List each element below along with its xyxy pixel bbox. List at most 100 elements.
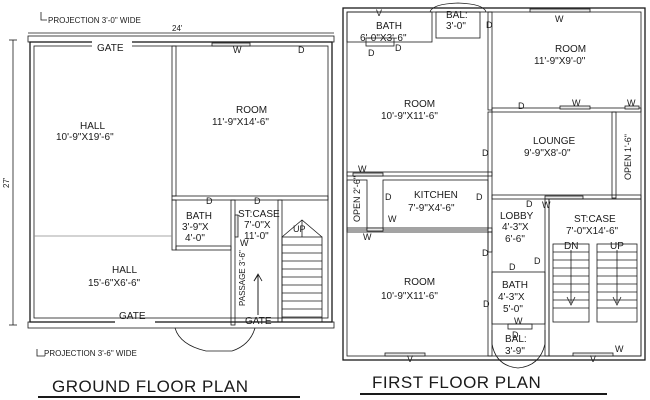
open-left-label: OPEN 2'-6" <box>352 176 362 222</box>
bath-bottom-name: BATH <box>502 280 528 291</box>
up-ff-label: UP <box>610 241 624 252</box>
door-mark: D <box>254 196 261 206</box>
window-mark: W <box>555 14 564 24</box>
kitchen-name: KITCHEN <box>414 190 458 201</box>
ground-floor-title: GROUND FLOOR PLAN <box>52 377 248 396</box>
bath-size-2: 4'-0" <box>185 233 205 244</box>
lobby-name: LOBBY <box>500 211 534 222</box>
window-mark: W <box>572 98 581 108</box>
bath-bottom-size-2: 5'-0" <box>503 304 523 315</box>
staircase-size-1: 7'-0"X <box>244 220 271 231</box>
room-size: 11'-9"X14'-6" <box>212 117 269 128</box>
room-sw-name: ROOM <box>404 277 435 288</box>
width-dimension: 24' <box>28 24 334 34</box>
projection-bottom-text: PROJECTION 3'-6" WIDE <box>44 349 137 358</box>
width-dimension-text: 24' <box>172 24 183 33</box>
window-mark: W <box>233 45 242 55</box>
window-mark: W <box>615 344 624 354</box>
door-mark: D <box>526 199 533 209</box>
bath-top-size: 6'-0"X3'-6" <box>360 33 407 44</box>
window-mark: W <box>240 238 249 248</box>
top-projection-band <box>27 35 335 43</box>
door-mark: D <box>206 196 213 206</box>
window-mark: W <box>514 316 523 326</box>
door-mark: D <box>482 248 489 258</box>
window-mark: W <box>542 200 551 210</box>
balcony-bottom-size: 3'-9" <box>505 346 525 357</box>
gate-bottom-label: GATE <box>119 311 146 322</box>
bath-top-name: BATH <box>376 21 402 32</box>
depth-dimension-text: 27' <box>2 177 11 188</box>
staircase-name: ST:CASE <box>238 209 280 220</box>
door-mark: D <box>483 299 490 309</box>
door-mark: D <box>482 148 489 158</box>
window-mark: W <box>388 214 397 224</box>
room-nw-name: ROOM <box>404 99 435 110</box>
lobby-size-2: 6'-6" <box>505 234 525 245</box>
first-staircase-steps <box>553 250 637 309</box>
top-projection-label: PROJECTION 3'-0" WIDE <box>40 12 141 25</box>
open-right-label: OPEN 1'-6" <box>623 134 633 180</box>
first-floor-plan: BAL: 3'-0" V BATH 6'-0"X3'-6" D D D W RO… <box>342 2 646 395</box>
up-label: UP <box>293 224 306 234</box>
vent-mark: V <box>407 354 413 364</box>
bath-window <box>234 214 239 238</box>
window-mark: W <box>358 164 367 174</box>
first-floor-title: FIRST FLOOR PLAN <box>372 373 541 392</box>
staircase-size-2: 11'-0" <box>244 231 269 242</box>
hall-bottom-size: 15'-6"X6'-6" <box>88 278 141 289</box>
balcony-bottom-name: BAL: <box>505 334 527 345</box>
hall-bottom-name: HALL <box>112 265 137 276</box>
vent-mark: V <box>590 354 596 364</box>
top-balcony-arc <box>429 2 487 13</box>
room-sw-size: 10'-9"X11'-6" <box>381 291 438 302</box>
kitchen-size: 7'-9"X4'-6" <box>408 203 455 214</box>
window-mark: W <box>627 98 636 108</box>
bottom-projection-arc <box>174 327 256 352</box>
bath-size-1: 3'-9"X <box>182 222 209 233</box>
door-mark: D <box>298 45 305 55</box>
room-window <box>211 42 251 47</box>
staircase-ff-name: ST:CASE <box>574 214 616 225</box>
bath-name: BATH <box>186 211 212 222</box>
ground-staircase-steps <box>253 219 323 323</box>
door-mark: D <box>509 262 516 272</box>
door-mark: D <box>518 101 525 111</box>
window-mark: W <box>363 232 372 242</box>
gate-top-opening <box>92 40 132 47</box>
passage-label: PASSAGE 3'-6" <box>238 250 247 306</box>
room-ne-name: ROOM <box>555 44 586 55</box>
vent-mark: V <box>376 8 382 18</box>
hall-top-size: 10'-9"X19'-6" <box>56 132 114 143</box>
bottom-projection-band <box>27 321 335 329</box>
bottom-balcony-arc <box>491 330 546 369</box>
hall-top-name: HALL <box>80 121 105 132</box>
door-mark: D <box>476 192 483 202</box>
lounge-name: LOUNGE <box>533 136 576 147</box>
staircase-ff-size: 7'-0"X14'-6" <box>566 226 619 237</box>
lobby-size-1: 4'-3"X <box>502 222 529 233</box>
gate-bottom-opening <box>115 319 155 326</box>
balcony-top-size: 3'-0" <box>446 21 466 32</box>
projection-top-text: PROJECTION 3'-0" WIDE <box>48 16 141 25</box>
balcony-top-name: BAL: <box>446 10 468 21</box>
door-mark: D <box>395 43 402 53</box>
depth-dimension: 27' <box>2 39 17 326</box>
room-name: ROOM <box>236 105 267 116</box>
room-nw-size: 10'-9"X11'-6" <box>381 111 438 122</box>
dn-label: DN <box>564 241 578 252</box>
lounge-size: 9'-9"X8'-0" <box>524 148 571 159</box>
door-mark: D <box>368 48 375 58</box>
ground-floor-plan: PROJECTION 3'-0" WIDE 24' 27' GATE GATE <box>2 12 335 398</box>
gate-top-label: GATE <box>97 43 124 54</box>
door-mark: D <box>512 330 519 340</box>
room-ne-size: 11'-9"X9'-0" <box>534 56 586 67</box>
first-outer-wall <box>342 7 646 361</box>
ground-outer-wall <box>29 41 333 323</box>
bath-bottom-size-1: 4'-3"X <box>498 292 525 303</box>
door-mark: D <box>534 256 541 266</box>
door-mark: D <box>486 20 493 30</box>
gate-passage-label: GATE <box>245 316 272 327</box>
door-mark: D <box>385 192 392 202</box>
